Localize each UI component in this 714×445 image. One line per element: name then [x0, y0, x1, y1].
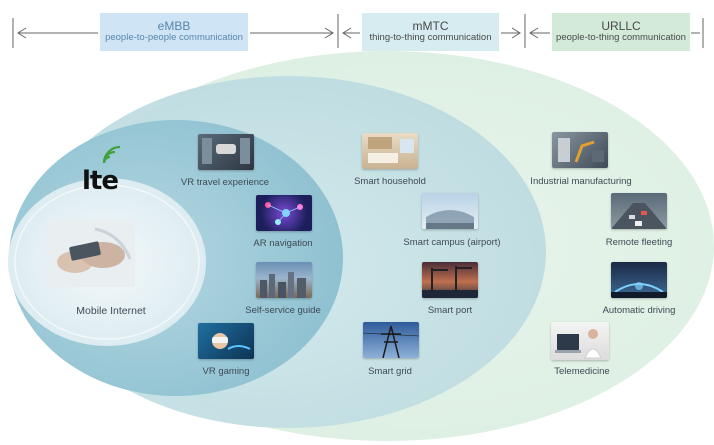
- header-dividers: [12, 14, 704, 48]
- mobile-internet-label: Mobile Internet: [76, 305, 146, 317]
- header-arrows: [17, 27, 700, 39]
- embb-item-ar-navigation: AR navigation: [253, 238, 313, 249]
- embb-item-self-service-guide: Self-service guide: [245, 305, 321, 316]
- band-mmtc-title: mMTC: [412, 18, 449, 33]
- embb-item-vr-gaming: VR gaming: [202, 366, 250, 377]
- mobile-internet-inner: [14, 184, 200, 340]
- band-embb: eMBB people-to-people communication: [100, 13, 248, 51]
- vr-headset-photo-icon: [198, 134, 254, 170]
- airport-photo-icon: [422, 193, 478, 229]
- lte-logo: lte: [82, 166, 119, 196]
- urllc-item-remote-fleeting: Remote fleeting: [605, 237, 673, 248]
- car-dashboard-photo-icon: [611, 262, 667, 298]
- band-urllc: URLLC people-to-thing communication: [552, 13, 690, 51]
- band-embb-subtitle: people-to-people communication: [105, 32, 243, 44]
- vr-gaming-photo-icon: [198, 323, 254, 359]
- band-urllc-title: URLLC: [601, 18, 641, 33]
- urllc-item-telemedicine: Telemedicine: [554, 366, 610, 377]
- lte-logo-icon: [102, 145, 121, 164]
- mmtc-item-smart-grid: Smart grid: [368, 366, 412, 377]
- urllc-item-automatic-driving: Automatic driving: [602, 305, 676, 316]
- power-tower-photo-icon: [363, 322, 419, 358]
- band-urllc-subtitle: people-to-thing communication: [556, 32, 686, 44]
- mmtc-item-smart-campus: Smart campus (airport): [403, 237, 501, 248]
- urllc-item-industrial-manufacturing: Industrial manufacturing: [530, 176, 632, 187]
- mmtc-item-smart-household: Smart household: [354, 176, 426, 187]
- mobile-internet-photo: [47, 219, 135, 287]
- band-embb-title: eMBB: [157, 18, 191, 33]
- doctor-laptop-photo-icon: [551, 322, 609, 360]
- highway-traffic-photo-icon: [611, 193, 667, 229]
- mmtc-item-smart-port: Smart port: [427, 305, 473, 316]
- living-room-photo-icon: [362, 133, 418, 169]
- network-lights-photo-icon: [256, 195, 312, 231]
- embb-item-vr-travel: VR travel experience: [180, 177, 270, 188]
- city-skyline-photo-icon: [256, 262, 312, 298]
- port-cranes-photo-icon: [422, 262, 478, 298]
- band-mmtc: mMTC thing-to-thing communication: [362, 13, 499, 51]
- factory-robot-photo-icon: [552, 132, 608, 168]
- band-mmtc-subtitle: thing-to-thing communication: [369, 32, 492, 44]
